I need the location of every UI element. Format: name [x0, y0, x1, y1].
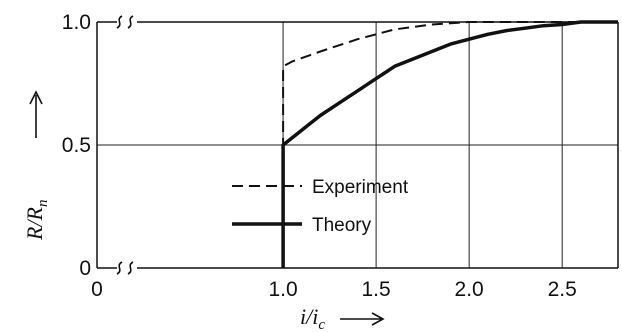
x-tick-label: 1.5: [362, 278, 391, 301]
x-axis-arrow-icon: [340, 312, 385, 326]
y-tick-label: 0: [79, 257, 91, 280]
series-lines: [281, 20, 618, 268]
tick-labels: 0 1.0 1.5 2.0 2.5 0 0.5 1.0: [62, 11, 577, 301]
x-tick-label: 1.0: [268, 278, 297, 301]
legend-label-experiment: Experiment: [312, 177, 409, 198]
axis-break-icon: [116, 261, 123, 275]
y-tick-label: 1.0: [62, 11, 91, 34]
y-axis-arrow-icon: [29, 90, 43, 138]
y-axis-label: R/Rn: [22, 200, 51, 242]
series-line-theory: [281, 20, 618, 268]
plot-frame: [96, 15, 619, 275]
legend-label-theory: Theory: [312, 215, 372, 236]
x-tick-label: 2.5: [548, 278, 577, 301]
x-tick-label: 2.0: [455, 278, 484, 301]
legend: Experiment Theory: [232, 177, 409, 236]
axis-break-icon: [127, 15, 134, 29]
x-axis-label: i/ic: [300, 304, 325, 332]
axis-break-icon: [127, 261, 134, 275]
x-tick-label: 0: [91, 278, 103, 301]
series-line-experiment: [282, 21, 618, 268]
axis-break-icon: [116, 15, 123, 29]
y-tick-label: 0.5: [62, 134, 91, 157]
